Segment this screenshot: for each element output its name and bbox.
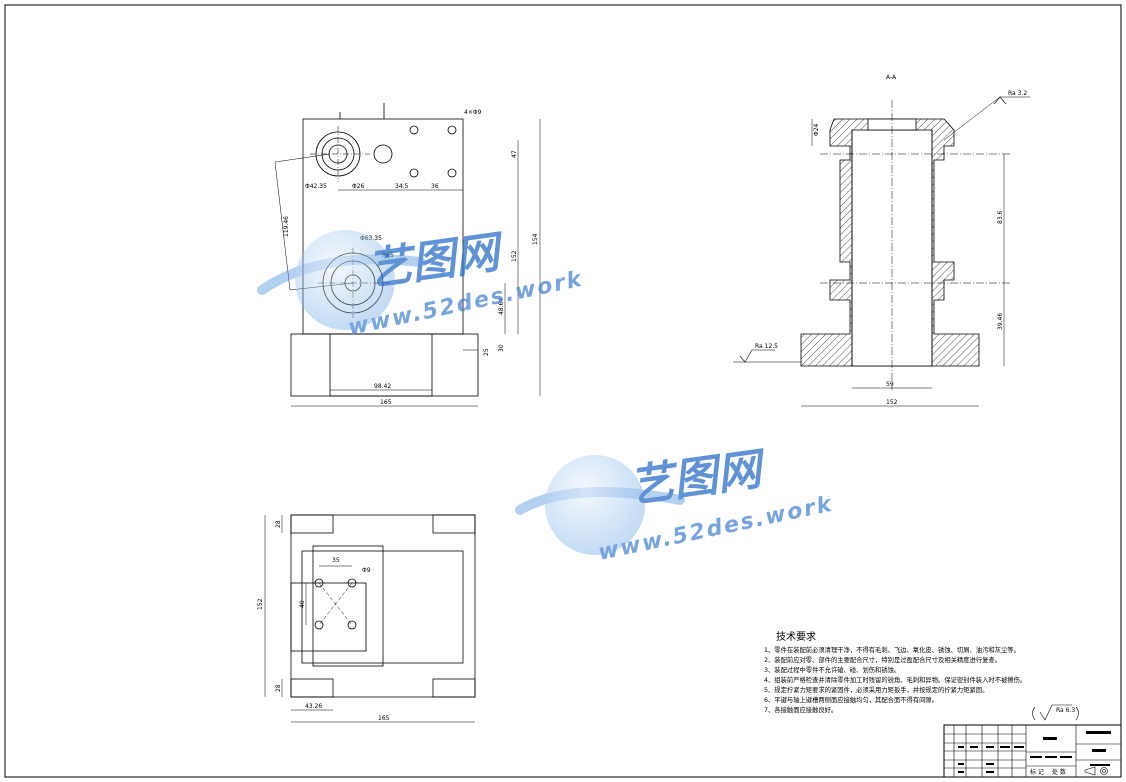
dim-front-small-hole-b: Φ26 <box>352 183 365 190</box>
tech-requirement-item: 3、装配过程中零件不允许磕、碰、划伤和锈蚀。 <box>764 665 900 674</box>
roughness-left-base: Ra 12.5 <box>755 343 778 350</box>
title-block <box>943 724 1122 778</box>
tech-requirement-item: 4、组装前严格检查并清除零件加工时残留的锐角、毛刺和异物。保证密封件装入时不被擦… <box>764 675 1026 684</box>
watermark-brand: 艺图网 <box>626 443 770 513</box>
dim-side-bore: 59 <box>886 381 894 388</box>
roughness-top-right: Ra 3.2 <box>1008 90 1027 97</box>
dim-top-width: 165 <box>378 715 390 722</box>
tech-requirement-item: 6、平键与轴上键槽两侧面应接触均匀，其配合面不得有间隙。 <box>764 695 938 704</box>
tech-requirement-item: 5、规定拧紧力矩要求的紧固件，必须采用力矩扳手，并按规定的拧紧力矩紧固。 <box>764 685 988 694</box>
dim-top-height: 152 <box>257 598 264 610</box>
title-block-fills <box>958 731 1111 773</box>
dim-front-spacing-b: 36 <box>431 183 439 190</box>
dim-front-vertical-c: 48.64 <box>498 298 505 315</box>
dim-top-offset: 43.26 <box>305 703 322 710</box>
sheet-border <box>4 4 1122 778</box>
top-view-dims: 165 43.26 152 28 28 35 40 Φ9 <box>257 520 390 722</box>
dim-top-hole-y: 40 <box>299 600 306 608</box>
dim-side-height-a: 83.6 <box>997 210 1004 224</box>
title-block-cell: 处 数 <box>1052 768 1066 776</box>
dim-front-base-h: 25 <box>483 348 490 356</box>
side-view-dims: Ra 3.2 Ra 12.5 152 59 83.6 39.46 Φ24 <box>755 90 1027 406</box>
tech-requirement-item: 7、各接触面应接触良好。 <box>764 705 837 714</box>
tech-requirements: 技术要求 1、零件在装配前必须清理干净，不得有毛刺、飞边、氧化皮、锈蚀、切屑、油… <box>764 630 1026 714</box>
roughness-general-label: Ra 6.3 <box>1056 707 1075 714</box>
watermark-brand: 艺图网 <box>364 226 508 296</box>
tech-requirements-title: 技术要求 <box>776 630 816 643</box>
dim-top-edge-top: 28 <box>275 520 282 528</box>
section-label: A-A <box>886 74 897 81</box>
side-view <box>733 96 1030 407</box>
title-block-cell: 标 记 <box>1030 768 1044 776</box>
top-view <box>264 514 476 723</box>
dim-front-slant: 119.46 <box>283 216 290 237</box>
dim-side-width: 152 <box>886 399 898 406</box>
tech-requirement-item: 1、零件在装配前必须清理干净，不得有毛刺、飞边、氧化皮、锈蚀、切屑、油污和灰尘等… <box>764 645 1020 654</box>
watermark-center: 艺图网 www.52des.work <box>515 443 836 566</box>
dim-front-width: 165 <box>380 399 392 406</box>
dim-front-vertical-d: 30 <box>498 344 505 352</box>
watermark-globe-icon <box>295 230 395 330</box>
watermark-globe-icon <box>545 455 645 555</box>
dim-top-hole-note: Φ9 <box>362 567 371 574</box>
dim-side-height-b: 39.46 <box>997 313 1004 330</box>
tech-requirement-item: 2、装配前应对零、部件的主要配合尺寸，特别是过盈配合尺寸及相关精度进行复查。 <box>764 655 1001 664</box>
dim-front-height: 154 <box>532 233 539 245</box>
dim-side-top-small: Φ24 <box>813 123 820 136</box>
projection-symbol-icon <box>1084 766 1108 776</box>
dim-front-small-hole: Φ42.35 <box>305 183 327 190</box>
dim-front-vertical-a: 47 <box>511 150 518 158</box>
dim-top-edge-bottom: 28 <box>275 684 282 692</box>
dim-front-slot: 98.42 <box>374 383 391 390</box>
dim-front-spacing-a: 34.5 <box>395 183 409 190</box>
roughness-general <box>1032 704 1079 721</box>
dim-top-hole-x: 35 <box>332 557 340 564</box>
dim-front-bolt-holes: 4×Φ9 <box>464 109 482 116</box>
dim-front-vertical-b: 152 <box>511 250 518 262</box>
